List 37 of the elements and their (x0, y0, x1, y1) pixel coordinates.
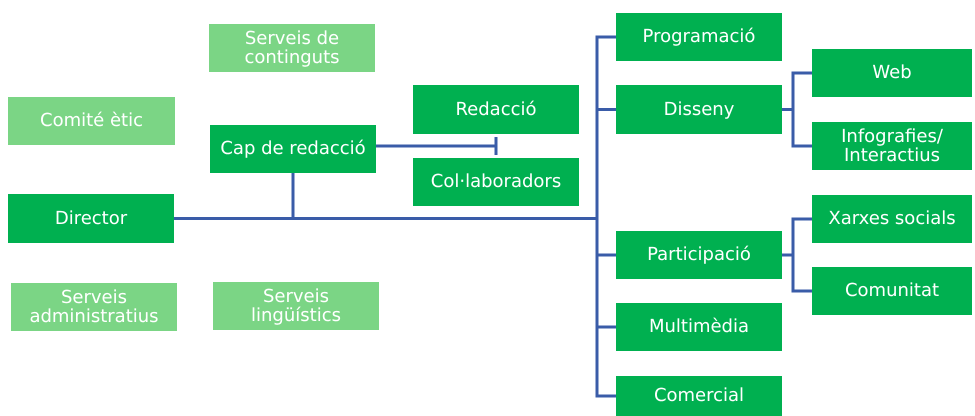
org-box (209, 24, 375, 72)
org-box (413, 85, 579, 134)
box-label: Participació (647, 245, 751, 265)
box-label: Serveis administratius (28, 288, 160, 326)
org-box (616, 231, 782, 279)
org-box (413, 158, 579, 206)
box-label: Infografies/ Interactius (840, 126, 944, 166)
org-box (812, 267, 972, 315)
connector-line (782, 108, 812, 148)
box-label: Col·laboradors (430, 172, 562, 192)
box-label: Web (872, 63, 912, 83)
org-box (616, 376, 782, 416)
org-box (616, 13, 782, 61)
org-box (213, 282, 379, 330)
box-label: Cap de redacció (220, 139, 366, 159)
org-box (616, 303, 782, 351)
box-label: Multimèdia (648, 317, 750, 337)
box-label: Comercial (654, 386, 744, 406)
connector-line (782, 254, 812, 292)
org-box (8, 194, 174, 243)
org-box (616, 85, 782, 134)
org-box (812, 122, 972, 170)
box-label: Redacció (455, 100, 537, 120)
org-box (812, 195, 972, 243)
box-label: Comité ètic (40, 111, 143, 131)
box-label: Programació (642, 27, 756, 47)
box-label: Comunitat (844, 281, 940, 301)
org-box (8, 97, 175, 145)
org-box (812, 49, 972, 97)
box-label: Xarxes socials (828, 209, 956, 229)
connector-line (376, 136, 498, 156)
box-label: Serveis lingüístics (250, 286, 342, 326)
box-label: Serveis de continguts (243, 28, 341, 68)
box-label: Director (54, 208, 128, 228)
box-label: Disseny (664, 100, 734, 120)
org-box (11, 283, 177, 331)
org-box (210, 125, 376, 173)
